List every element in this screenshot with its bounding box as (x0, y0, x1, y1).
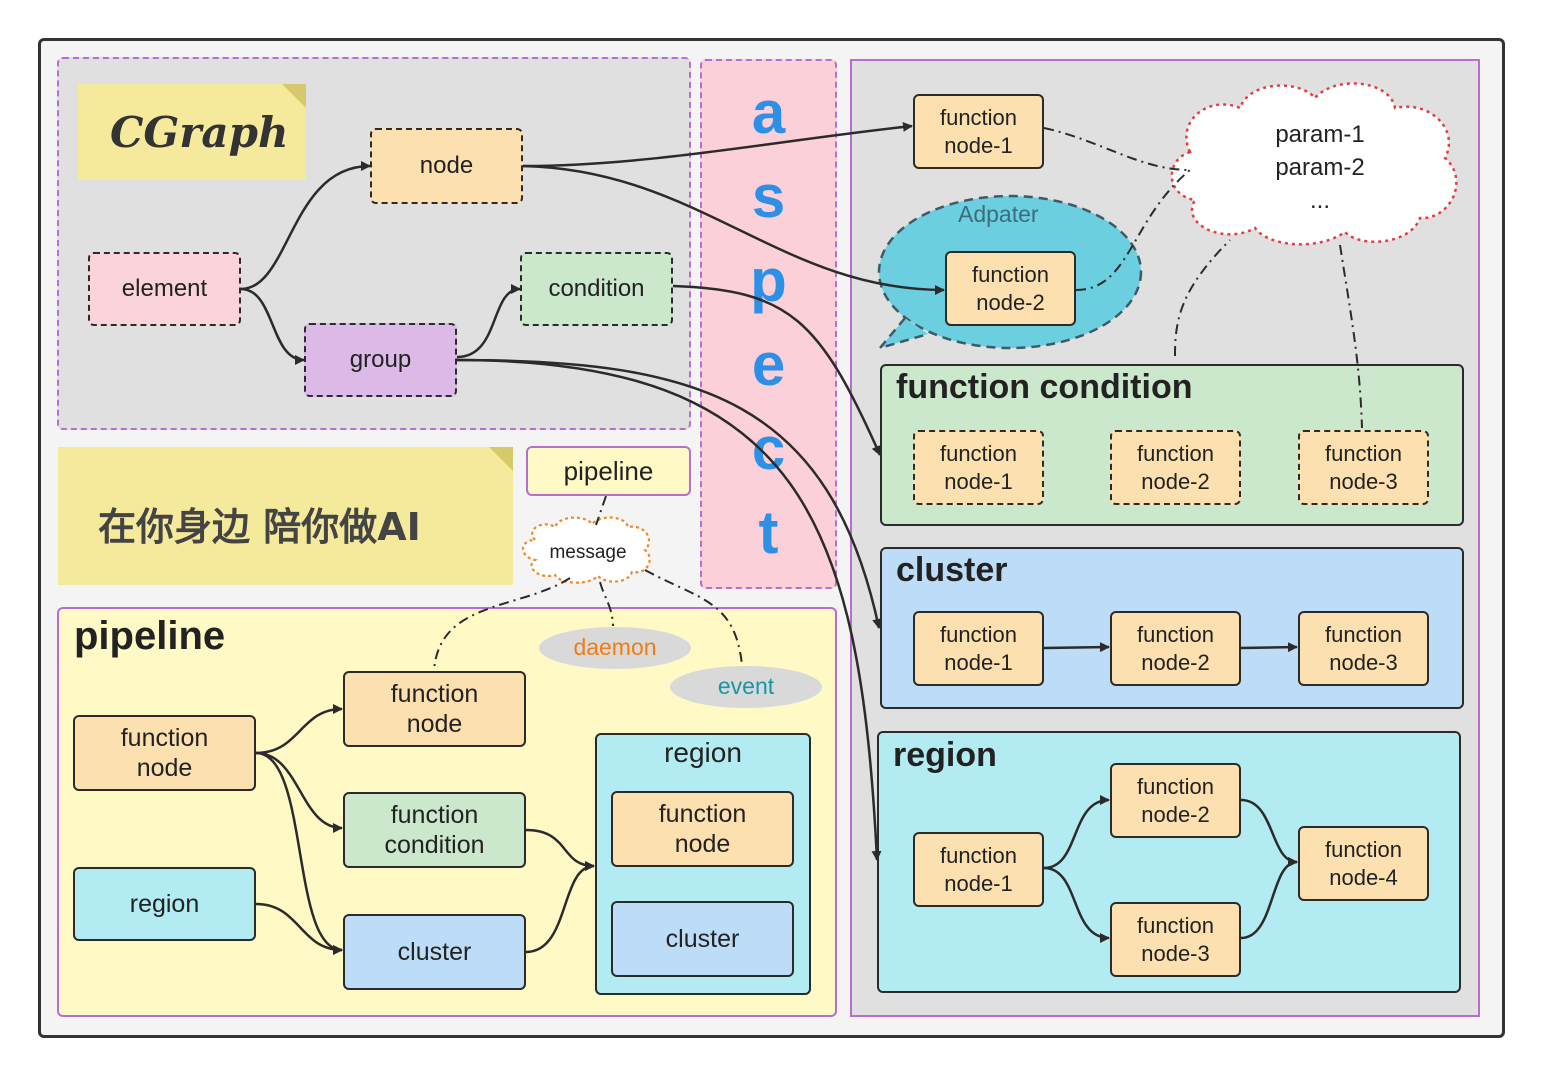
rp-cluster-node-3: function node-3 (1298, 611, 1429, 686)
param-list: param-1 param-2 ... (1230, 118, 1410, 217)
aspect-letters: a s p e c t (700, 78, 837, 578)
element-box: element (88, 252, 241, 326)
adapter-label: Adpater (958, 201, 1039, 227)
aspect-letter-t: t (758, 499, 779, 566)
rp-function-condition-title: function condition (896, 368, 1193, 406)
pipeline-panel-title: pipeline (74, 614, 226, 658)
rp-function-node-1: function node-1 (913, 94, 1044, 169)
rp-region-node-1: function node-1 (913, 832, 1044, 907)
slogan-text: 在你身边 陪你做AI (98, 505, 421, 549)
pipeline-function-condition: function condition (343, 792, 526, 868)
rp-function-node-2: function node-2 (945, 251, 1076, 326)
aspect-column (700, 59, 837, 589)
group-box: group (304, 323, 457, 397)
pipeline-tag: pipeline (526, 446, 691, 496)
slogan-note (58, 447, 513, 585)
slogan-note-fold (489, 447, 513, 471)
param-2: param-2 (1275, 154, 1365, 181)
cgraph-title-note (78, 84, 306, 180)
aspect-letter-e: e (751, 331, 786, 398)
node-box: node (370, 128, 523, 204)
rp-condition-node-2: function node-2 (1110, 430, 1241, 505)
condition-box: condition (520, 252, 673, 326)
pipeline-region-box-title: region (664, 737, 742, 768)
param-1: param-1 (1275, 121, 1365, 148)
rp-cluster-title: cluster (896, 551, 1008, 589)
aspect-letter-s: s (751, 163, 786, 230)
pipeline-cluster: cluster (343, 914, 526, 990)
aspect-letter-a: a (751, 79, 786, 146)
daemon-label: daemon (573, 634, 657, 660)
pipeline-region-left: region (73, 867, 256, 941)
param-cloud (1170, 82, 1458, 246)
rp-condition-node-3: function node-3 (1298, 430, 1429, 505)
rp-region-node-2: function node-2 (1110, 763, 1241, 838)
rp-region-node-4: function node-4 (1298, 826, 1429, 901)
event-label: event (717, 673, 775, 699)
rp-cluster-node-2: function node-2 (1110, 611, 1241, 686)
rp-region-title: region (893, 736, 997, 774)
rp-condition-node-1: function node-1 (913, 430, 1044, 505)
event-ellipse (670, 666, 822, 708)
pipeline-function-node: function node (343, 671, 526, 747)
cgraph-title: CGraph (110, 108, 289, 157)
param-ellipsis: ... (1309, 187, 1330, 214)
pipeline-region-function-node: function node (611, 791, 794, 867)
pipeline-region-cluster: cluster (611, 901, 794, 977)
daemon-ellipse (539, 627, 691, 669)
rp-cluster-node-1: function node-1 (913, 611, 1044, 686)
pipeline-function-node-left: function node (73, 715, 256, 791)
rp-region-node-3: function node-3 (1110, 902, 1241, 977)
message-cloud (521, 516, 651, 584)
message-label: message (549, 542, 627, 563)
cgraph-note-fold (282, 84, 306, 108)
